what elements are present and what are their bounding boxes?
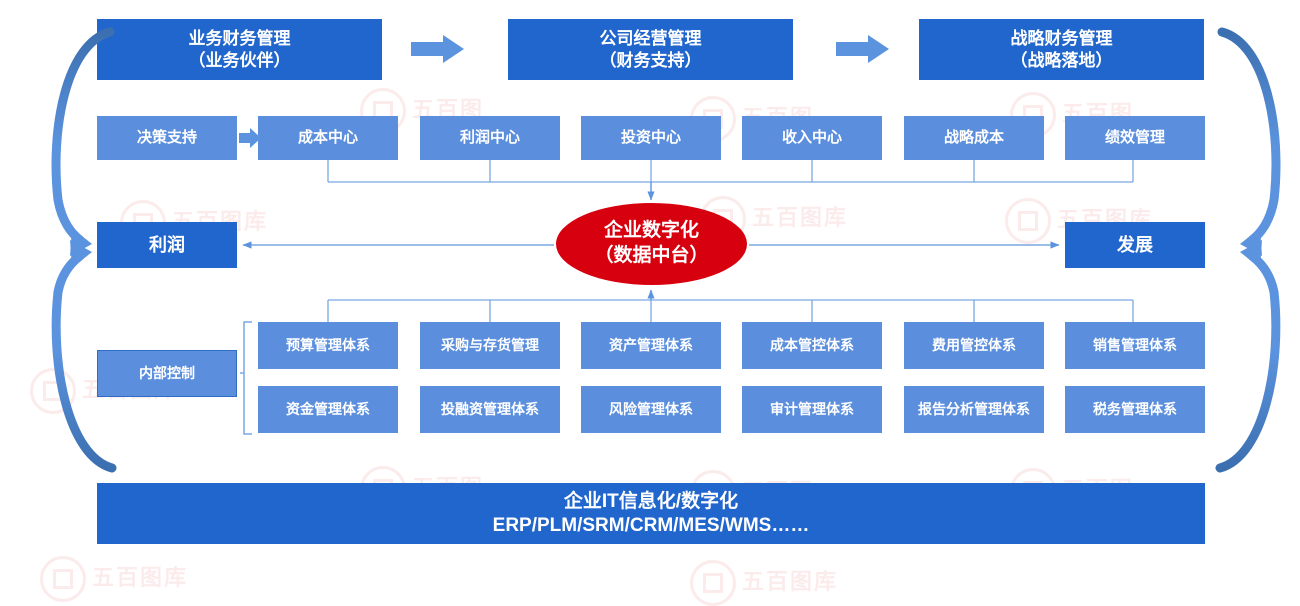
row2-label: 利润中心	[459, 128, 520, 146]
grid-label: 报告分析管理体系	[918, 400, 1030, 417]
center-line1: 企业数字化	[603, 220, 699, 242]
side-box-development[interactable]: 发展	[1065, 222, 1205, 268]
top-box-line2: （业务伙伴）	[188, 50, 291, 70]
arrow-right-icon	[239, 128, 261, 148]
grid-label: 投融资管理体系	[441, 400, 539, 417]
row2-box-strategic-cost[interactable]: 战略成本	[904, 116, 1044, 160]
side-box-label: 利润	[149, 234, 185, 255]
grid-label: 费用管控体系	[932, 336, 1016, 353]
top-box-strategic-finance[interactable]: 战略财务管理 （战略落地）	[919, 19, 1204, 80]
row2-label: 成本中心	[297, 128, 358, 146]
grid-label: 资金管理体系	[286, 400, 370, 417]
arrow-right-icon	[836, 35, 889, 63]
row2-box-revenue-center[interactable]: 收入中心	[742, 116, 882, 160]
grid-label: 预算管理体系	[286, 336, 370, 353]
right-lower-arc-arrow	[1215, 240, 1281, 473]
grid-box-sales[interactable]: 销售管理体系	[1065, 322, 1205, 369]
row2-label: 投资中心	[620, 128, 681, 146]
grid-box-tax[interactable]: 税务管理体系	[1065, 386, 1205, 433]
top-box-corporate-operations[interactable]: 公司经营管理 （财务支持）	[508, 19, 793, 80]
grid-box-asset[interactable]: 资产管理体系	[581, 322, 721, 369]
grid-box-report-analysis[interactable]: 报告分析管理体系	[904, 386, 1044, 433]
row2-box-performance-mgmt[interactable]: 绩效管理	[1065, 116, 1205, 160]
grid-label: 销售管理体系	[1093, 336, 1177, 353]
top-box-business-finance[interactable]: 业务财务管理 （业务伙伴）	[97, 19, 382, 80]
row2-label: 绩效管理	[1104, 128, 1165, 146]
grid-label: 风险管理体系	[609, 400, 693, 417]
grid-box-funds[interactable]: 资金管理体系	[258, 386, 398, 433]
grid-box-expense-control[interactable]: 费用管控体系	[904, 322, 1044, 369]
row2-box-decision-support[interactable]: 决策支持	[97, 116, 237, 160]
row2-label: 收入中心	[781, 128, 842, 146]
grid-label: 成本管控体系	[770, 336, 854, 353]
center-line2: （数据中台）	[594, 245, 709, 266]
row2-box-cost-center[interactable]: 成本中心	[258, 116, 398, 160]
internal-control-box[interactable]: 内部控制	[97, 350, 237, 397]
internal-control-label: 内部控制	[139, 364, 195, 381]
grid-box-audit[interactable]: 审计管理体系	[742, 386, 882, 433]
left-upper-arc-arrow	[51, 27, 115, 256]
side-box-label: 发展	[1117, 234, 1153, 255]
grid-box-investment-financing[interactable]: 投融资管理体系	[420, 386, 560, 433]
left-lower-arc-arrow	[51, 240, 117, 473]
row2-box-profit-center[interactable]: 利润中心	[420, 116, 560, 160]
row2-label: 决策支持	[136, 128, 197, 146]
top-box-line2: （财务支持）	[599, 50, 702, 70]
center-ellipse-digitalization[interactable]: 企业数字化 （数据中台）	[556, 203, 747, 285]
grid-label: 审计管理体系	[770, 400, 854, 417]
top-box-line1: 业务财务管理	[188, 29, 291, 49]
row2-label: 战略成本	[943, 128, 1004, 146]
footer-line2: ERP/PLM/SRM/CRM/MES/WMS……	[492, 514, 810, 536]
grid-box-procurement-inventory[interactable]: 采购与存货管理	[420, 322, 560, 369]
grid-box-budget[interactable]: 预算管理体系	[258, 322, 398, 369]
grid-label: 采购与存货管理	[441, 336, 539, 353]
row2-box-investment-center[interactable]: 投资中心	[581, 116, 721, 160]
top-box-line1: 战略财务管理	[1010, 29, 1113, 49]
footer-line1: 企业IT信息化/数字化	[563, 490, 739, 512]
right-upper-arc-arrow	[1217, 27, 1281, 256]
grid-box-risk[interactable]: 风险管理体系	[581, 386, 721, 433]
side-box-profit[interactable]: 利润	[97, 222, 237, 268]
footer-box-it-digitalization[interactable]: 企业IT信息化/数字化 ERP/PLM/SRM/CRM/MES/WMS……	[97, 483, 1205, 544]
grid-label: 税务管理体系	[1093, 400, 1177, 417]
arrow-right-icon	[411, 35, 464, 63]
top-box-line1: 公司经营管理	[599, 29, 702, 49]
grid-label: 资产管理体系	[609, 336, 693, 353]
top-box-line2: （战略落地）	[1010, 50, 1113, 70]
grid-box-cost-control[interactable]: 成本管控体系	[742, 322, 882, 369]
